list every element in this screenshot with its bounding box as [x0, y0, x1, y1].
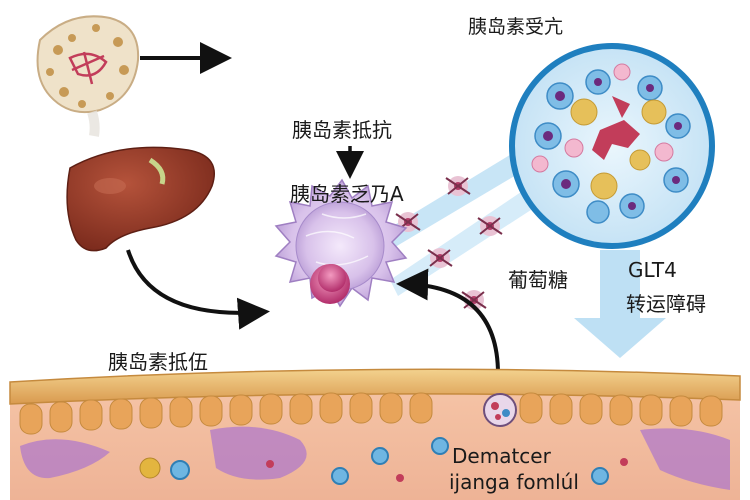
- liver-to-cell-arrow: [126, 249, 270, 330]
- glut4-down-arrow: [574, 250, 666, 358]
- tissue-to-cell-arrow: [396, 268, 500, 375]
- liver-icon: [66, 146, 215, 252]
- label-insulin-deficiency: 胰岛素乏乃A: [290, 182, 404, 206]
- pancreas-icon: [36, 15, 140, 137]
- label-insulin-top: 胰岛素受亢: [468, 16, 564, 38]
- skin-tissue-icon: [9, 368, 741, 500]
- label-glut4: GLT4: [628, 258, 677, 282]
- label-transport-disorder: 转运障碍: [626, 292, 706, 316]
- zoom-circle-icon: [509, 43, 715, 249]
- immune-cell-icon: [274, 178, 408, 308]
- label-bottom-line-2: ijanga fomlúl: [449, 470, 579, 494]
- label-insulin-left: 胰岛素抵伍: [108, 350, 208, 374]
- label-bottom-line-1: Dematcer: [452, 444, 551, 468]
- label-glucose: 葡萄糖: [508, 268, 568, 292]
- label-insulin-resistance: 胰岛素抵抗: [292, 118, 392, 142]
